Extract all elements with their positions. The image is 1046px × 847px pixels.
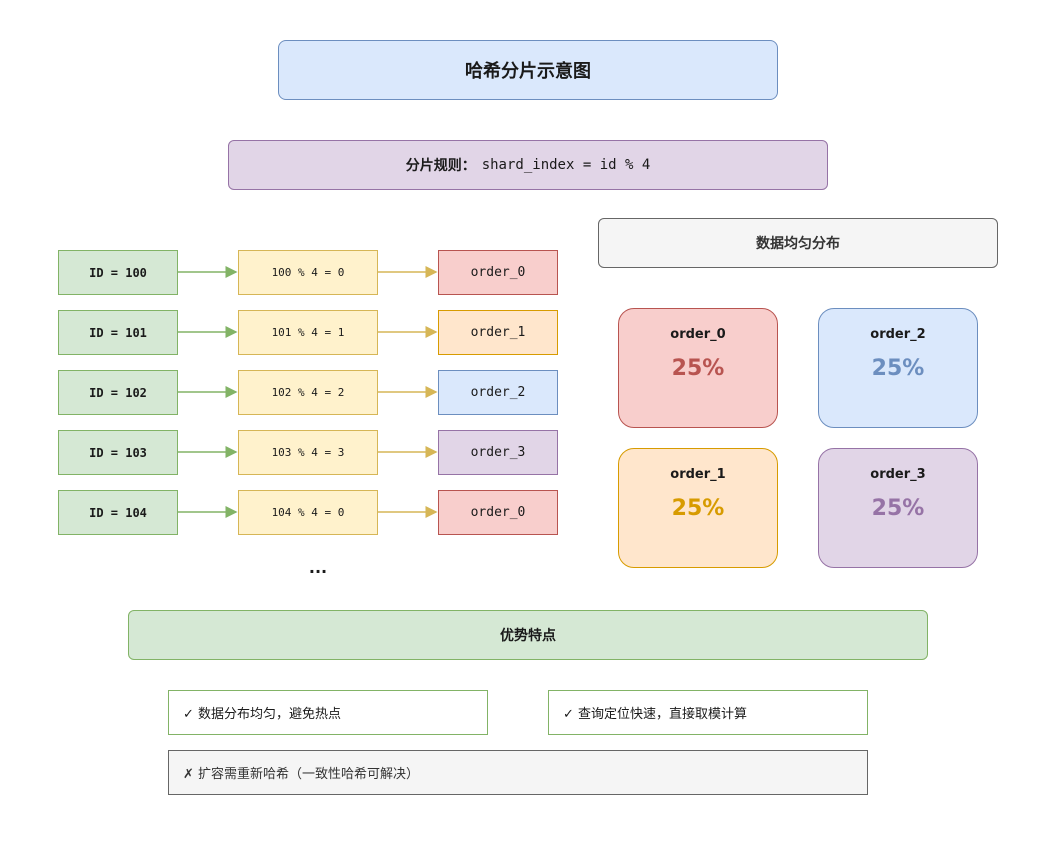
- shard-card-percent: 25%: [871, 356, 925, 381]
- more-rows-ellipsis: ...: [308, 557, 328, 577]
- advantage-item-even-distribution: ✓ 数据分布均匀，避免热点: [168, 690, 488, 735]
- id-box: ID = 102: [58, 370, 178, 415]
- disadvantage-item-rehash: ✗ 扩容需重新哈希（一致性哈希可解决）: [168, 750, 868, 795]
- target-shard-box: order_0: [438, 250, 558, 295]
- shard-rule: 分片规则： shard_index = id % 4: [228, 140, 828, 190]
- target-shard-box: order_1: [438, 310, 558, 355]
- modulo-calc-box: 100 % 4 = 0: [238, 250, 378, 295]
- id-box: ID = 101: [58, 310, 178, 355]
- modulo-calc-box: 103 % 4 = 3: [238, 430, 378, 475]
- shard-card-percent: 25%: [871, 496, 925, 521]
- shard-rule-label: 分片规则：: [405, 158, 476, 174]
- shard-card-name: order_0: [670, 327, 726, 342]
- advantages-title: 优势特点: [128, 610, 928, 660]
- shard-card-percent: 25%: [671, 356, 725, 381]
- distribution-title: 数据均匀分布: [598, 218, 998, 268]
- shard-card-order-2: order_2 25%: [818, 308, 978, 428]
- shard-rule-formula: shard_index = id % 4: [481, 157, 651, 173]
- shard-card-percent: 25%: [671, 496, 725, 521]
- id-box: ID = 104: [58, 490, 178, 535]
- modulo-calc-box: 104 % 4 = 0: [238, 490, 378, 535]
- target-shard-box: order_2: [438, 370, 558, 415]
- advantage-item-fast-lookup: ✓ 查询定位快速，直接取模计算: [548, 690, 868, 735]
- shard-card-order-1: order_1 25%: [618, 448, 778, 568]
- shard-card-name: order_3: [870, 467, 926, 482]
- diagram-title: 哈希分片示意图: [278, 40, 778, 100]
- modulo-calc-box: 102 % 4 = 2: [238, 370, 378, 415]
- shard-card-name: order_1: [670, 467, 726, 482]
- id-box: ID = 103: [58, 430, 178, 475]
- shard-card-order-0: order_0 25%: [618, 308, 778, 428]
- shard-card-order-3: order_3 25%: [818, 448, 978, 568]
- target-shard-box: order_3: [438, 430, 558, 475]
- shard-card-name: order_2: [870, 327, 926, 342]
- id-box: ID = 100: [58, 250, 178, 295]
- modulo-calc-box: 101 % 4 = 1: [238, 310, 378, 355]
- target-shard-box: order_0: [438, 490, 558, 535]
